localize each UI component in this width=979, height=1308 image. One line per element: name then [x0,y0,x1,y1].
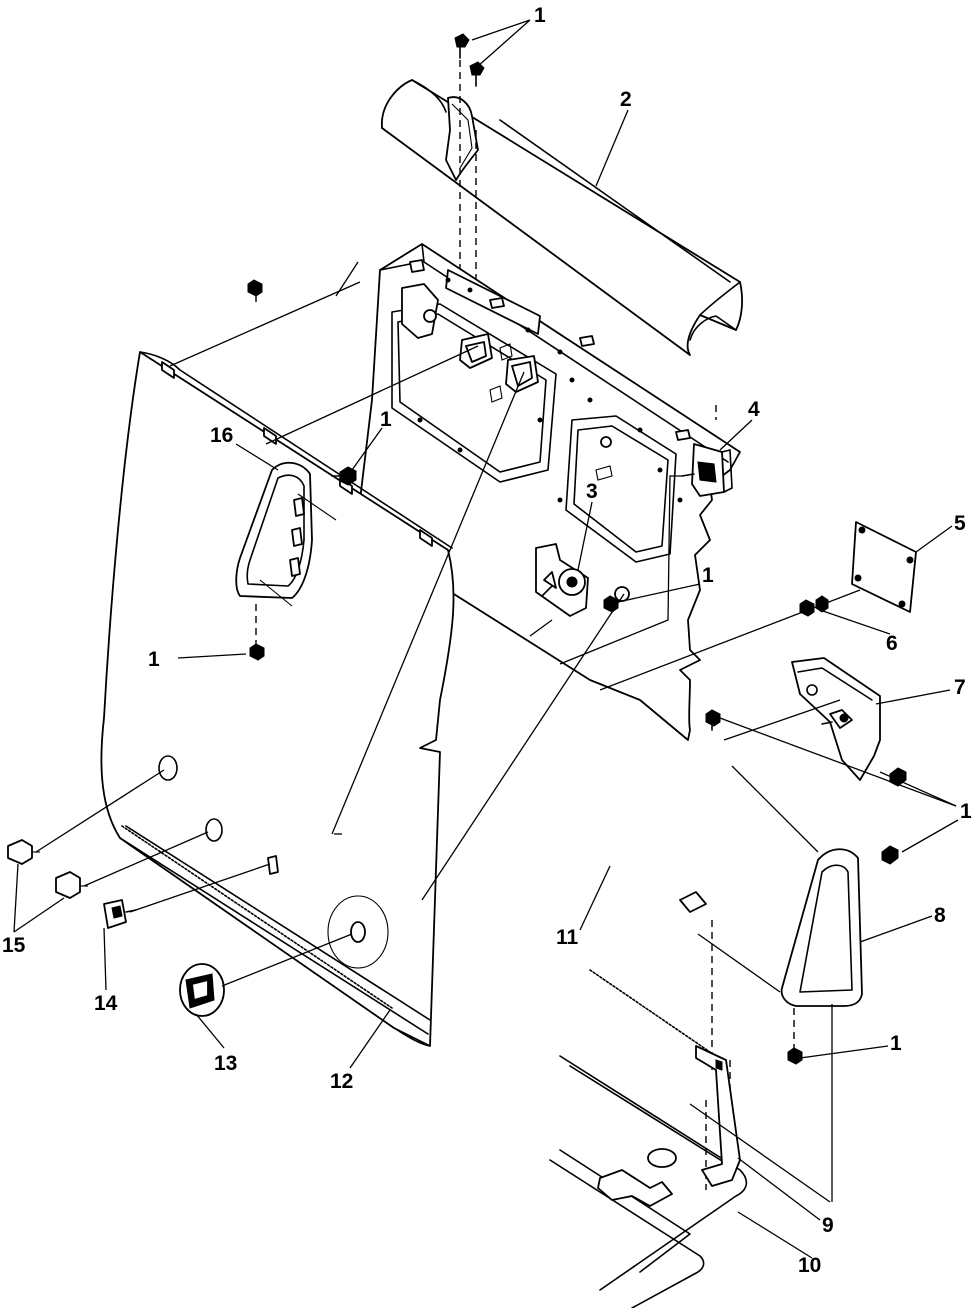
leader-lines [35,261,861,1203]
callout-4: 4 [748,398,760,421]
callout-3: 3 [586,480,598,503]
callout-12: 12 [330,1070,353,1093]
callout-1-top: 1 [534,4,546,27]
screw-top-2 [469,61,485,87]
callout-1-cap16: 1 [380,408,392,431]
part-14-rocker-switch [103,899,137,929]
callout-1-cap8: 1 [890,1032,902,1055]
callout-10: 10 [798,1254,821,1277]
callout-labels: 1 2 16 1 4 3 1 5 1 6 7 1 8 11 15 14 13 1… [2,4,972,1277]
part-15-knob-upper [7,839,40,865]
part-12-front-panel [100,351,455,1047]
callout-11: 11 [556,926,579,949]
screw-8-top [881,845,899,865]
part-8-right-end-cap [780,848,863,1007]
callout-15: 15 [2,934,26,957]
screw-8-bottom [787,1008,803,1065]
part-5-board [851,521,917,613]
part-11-console-backguard [359,243,741,913]
screw-3 [603,595,619,613]
callout-13: 13 [214,1052,237,1075]
part-13-dial-knob [179,963,225,1017]
callout-5: 5 [954,512,966,535]
part-10-cabinet-top [549,1055,748,1308]
part-4-switch [681,443,733,497]
part-6-screw [799,595,829,617]
part-9-hinge-bracket [695,1045,741,1187]
callout-14: 14 [94,992,118,1015]
callout-pointers [13,19,959,1259]
callout-16: 16 [210,424,233,447]
callout-8: 8 [934,904,946,927]
callout-9: 9 [822,1214,834,1237]
callout-1-bracket: 1 [960,800,972,823]
part-15-knob-lower [55,871,88,899]
callout-7: 7 [954,676,966,699]
part-3-timer [535,543,589,617]
serrated-strip-right [589,969,711,1053]
part-16-left-end-cap [235,461,337,607]
part-2-top-cover [381,79,743,356]
screw-7-left [705,709,721,731]
callout-2: 2 [620,88,632,111]
callout-1-cap16-bottom: 1 [148,648,160,671]
screw-top-1 [454,33,470,59]
callout-6: 6 [886,632,898,655]
screw-16-bottom [247,279,265,661]
screw-16-top [331,466,357,486]
callout-1-timer: 1 [702,564,714,587]
